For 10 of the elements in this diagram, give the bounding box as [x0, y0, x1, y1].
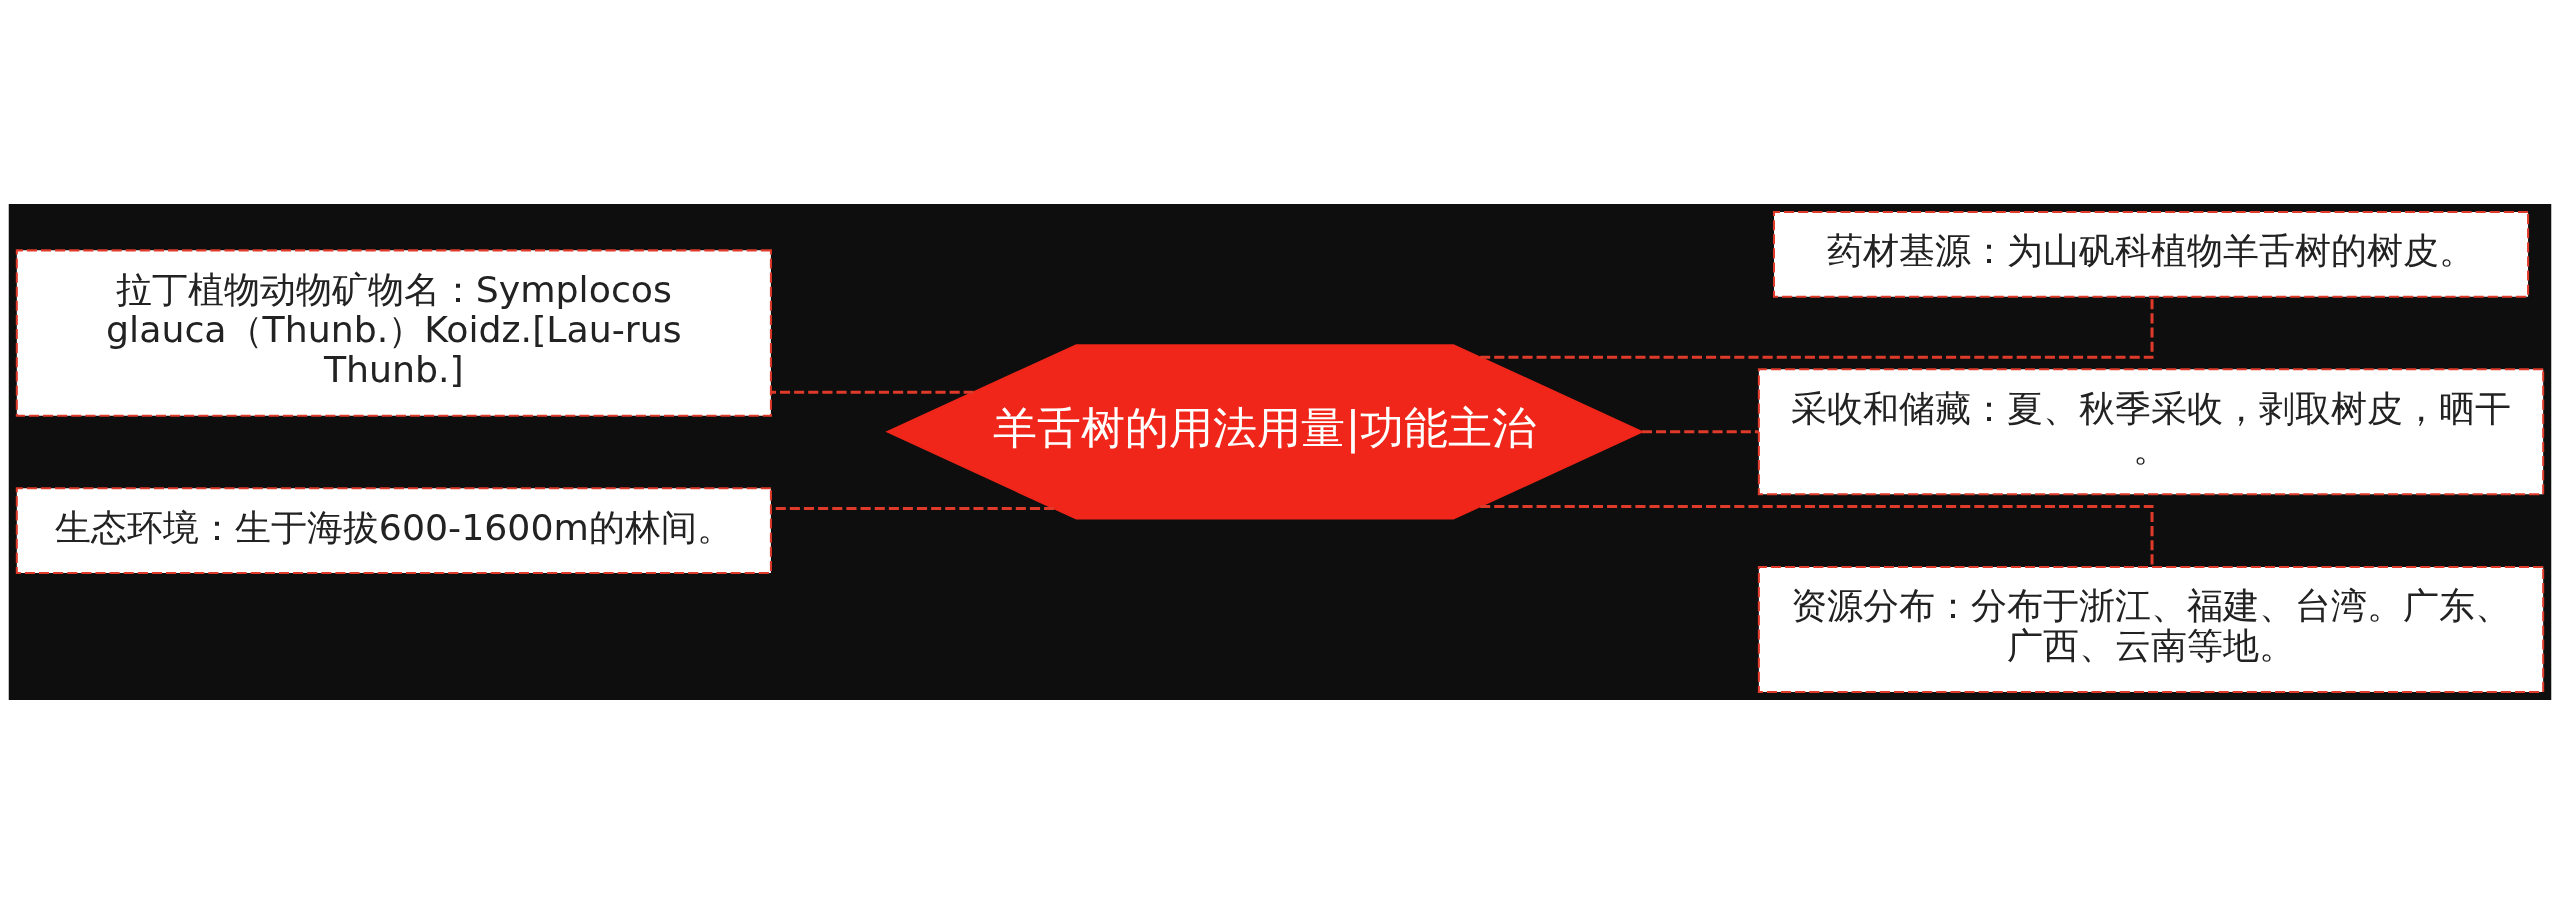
- connector: [771, 390, 974, 394]
- connector: [771, 506, 1054, 510]
- connector: [1641, 429, 1759, 433]
- connector: [1480, 296, 2154, 359]
- node-box: 资源分布：分布于浙江、福建、台湾。广东、广西、云南等地。: [1757, 565, 2545, 693]
- node-box: 拉丁植物动物矿物名：Symplocos glauca（Thunb.）Koidz.[Lau-rus Thunb.]: [15, 248, 772, 417]
- node-box: 生态环境：生于海拔600-1600m的林间。: [15, 486, 772, 574]
- connector: [1480, 504, 2154, 566]
- node-box: 采收和储藏：夏、秋季采收，剥取树皮，晒干。: [1757, 367, 2545, 495]
- node-box: 药材基源：为山矾科植物羊舌树的树皮。: [1772, 210, 2530, 298]
